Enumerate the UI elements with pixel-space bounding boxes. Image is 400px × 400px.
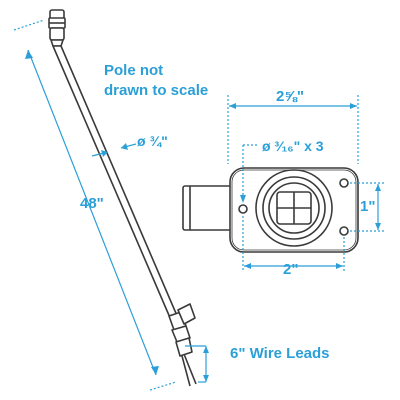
hole-spacing-horizontal-dimension bbox=[242, 216, 345, 272]
pole-diameter-label: ø ¾" bbox=[137, 133, 168, 149]
pole-note-line2: drawn to scale bbox=[104, 82, 208, 99]
base-width-label: 2⅝" bbox=[276, 88, 304, 105]
base-width-dimension bbox=[227, 95, 359, 164]
light-head bbox=[48, 9, 66, 47]
base-plate bbox=[182, 167, 359, 253]
pole-length-label: 48" bbox=[80, 195, 104, 212]
wire-leads bbox=[181, 353, 197, 387]
screw-holes-leader bbox=[240, 144, 258, 203]
screw-hole-left bbox=[238, 204, 248, 214]
screw-holes-label: ø ³⁄₁₆" x 3 bbox=[262, 138, 324, 154]
screw-hole-top-right bbox=[339, 178, 349, 188]
screw-hole-bottom-right bbox=[339, 226, 349, 236]
hole-spacing-horizontal-label: 2" bbox=[283, 261, 298, 278]
pole-note-line1: Pole not bbox=[104, 62, 163, 79]
pole-length-dimension bbox=[13, 19, 177, 391]
wire-leads-label: 6" Wire Leads bbox=[230, 345, 330, 362]
pole-diameter-dimension bbox=[91, 143, 137, 157]
hole-spacing-vertical-dimension bbox=[350, 182, 386, 232]
pole-socket bbox=[255, 169, 333, 247]
pole-base-fitting bbox=[168, 303, 196, 357]
wire-leads-dimension bbox=[185, 345, 209, 383]
hole-spacing-vertical-label: 1" bbox=[360, 198, 375, 215]
pole bbox=[48, 9, 197, 387]
